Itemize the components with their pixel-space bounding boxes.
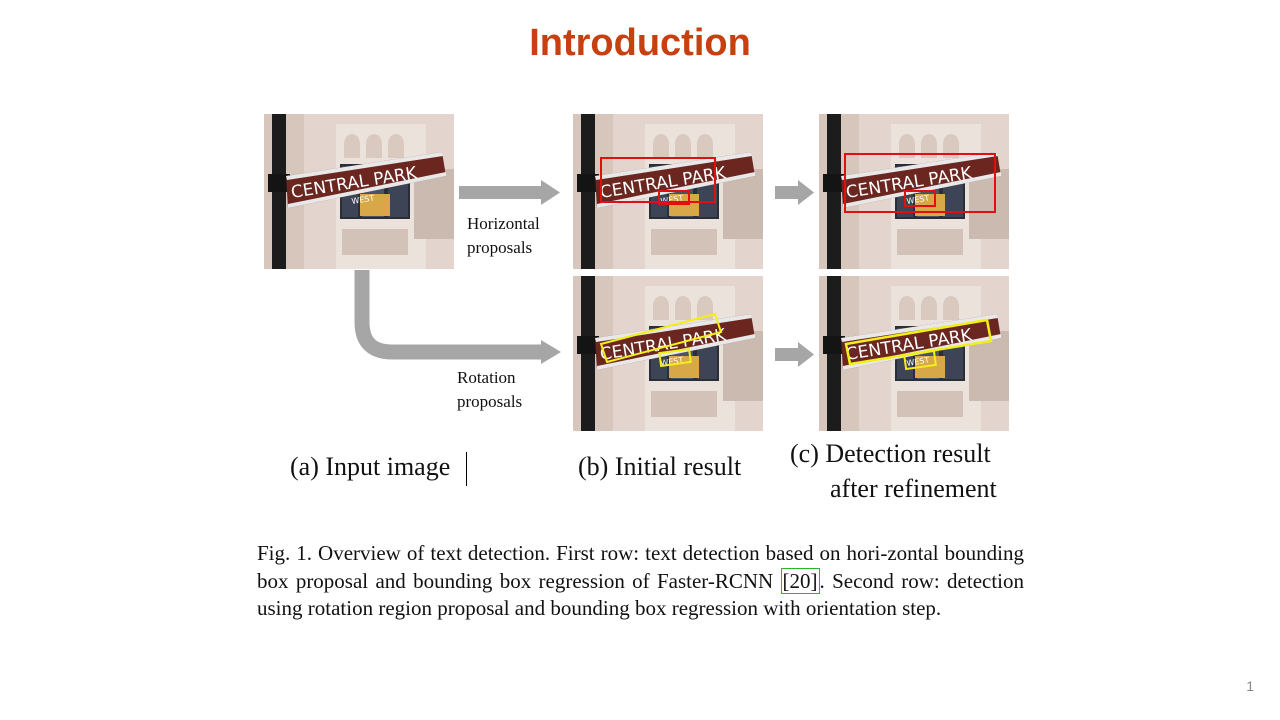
caption-text-start: Fig. 1. Overview of text detection. Firs… [257,541,1024,593]
svg-text:WEST: WEST [906,193,930,205]
initial-result-horizontal-image: CENTRAL PARK WEST [573,114,763,269]
citation-link[interactable]: [20] [780,567,820,594]
initial-result-rotation-image: CENTRAL PARK WEST [573,276,763,431]
input-image: CENTRAL PARK WEST [264,114,454,269]
refined-result-rotation-image: CENTRAL PARK WEST [819,276,1009,431]
arrow-refine-top-icon [775,180,814,205]
refined-result-horizontal-image: CENTRAL PARK WEST [819,114,1009,269]
arrow-rotation-icon [354,270,561,364]
svg-text:WEST: WEST [351,193,375,205]
caption-text-end: . Second row: detection using rotation r… [257,568,1025,621]
arrow-horizontal-icon [459,180,560,205]
slide-title: Introduction [529,22,751,64]
page-number: 1 [1246,678,1254,694]
horizontal-proposals-label: Horizontal proposals [467,214,540,257]
svg-text:WEST: WEST [906,355,930,367]
rotation-proposals-label: Rotation proposals [457,368,523,411]
subcaption-c-line1: (c) Detection result [790,439,991,468]
subcaption-c-line2: after refinement [830,474,997,503]
arrow-refine-bottom-icon [775,342,814,367]
subcaption-b: (b) Initial result [578,452,742,481]
figure-caption: Fig. 1. Overview of text detection. Firs… [257,540,1024,623]
subcaption-a: (a) Input image [290,452,451,481]
text-cursor [466,452,467,486]
